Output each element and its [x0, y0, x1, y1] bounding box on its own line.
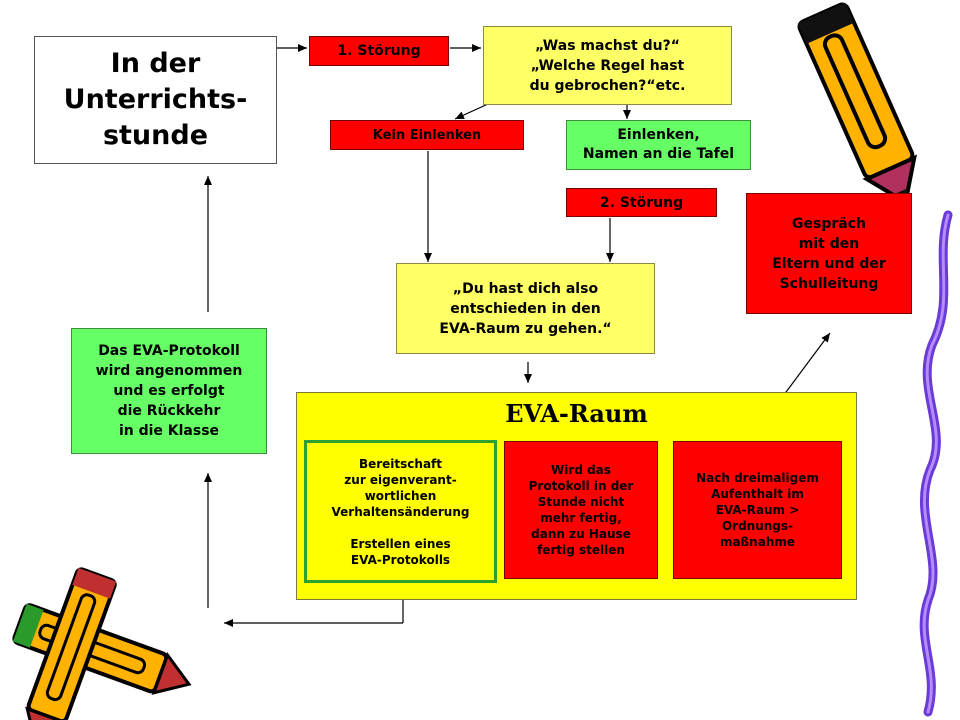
eva-protokoll-home-text: Wird das Protokoll in der Stunde nicht m… — [528, 463, 634, 557]
stoerung-1-box: 1. Störung — [309, 36, 449, 66]
eva-room-title: EVA-Raum — [505, 399, 648, 428]
decision-box: „Du hast dich also entschieden in den EV… — [396, 263, 655, 354]
main-title-box: In der Unterrichts- stunde — [34, 36, 277, 164]
question-box: „Was machst du?“ „Welche Regel hast du g… — [483, 26, 732, 105]
stoerung-1-label: 1. Störung — [337, 43, 421, 59]
purple-squiggle-highlight — [922, 213, 950, 714]
gespraech-box: Gespräch mit den Eltern und der Schullei… — [746, 193, 912, 314]
question-text: „Was machst du?“ „Welche Regel hast du g… — [529, 37, 686, 94]
kein-einlenken-label: Kein Einlenken — [372, 127, 482, 143]
einlenken-box: Einlenken, Namen an die Tafel — [566, 120, 751, 170]
einlenken-label: Einlenken, Namen an die Tafel — [582, 127, 735, 162]
protokoll-return-text: Das EVA-Protokoll wird angenommen und es… — [95, 343, 243, 439]
eva-bereitschaft-text: Bereitschaft zur eigenverant- wortlichen… — [331, 456, 470, 567]
decision-text: „Du hast dich also entschieden in den EV… — [439, 280, 612, 337]
stoerung-2-label: 2. Störung — [599, 194, 684, 211]
eva-room-box: EVA-Raum Bereitschaft zur eigenverant- w… — [296, 392, 857, 600]
eva-dreimal-text: Nach dreimaligem Aufenthalt im EVA-Raum … — [696, 471, 819, 549]
pencil-icon — [797, 2, 917, 206]
crossed-pencils-icon — [12, 567, 192, 720]
protokoll-return-box: Das EVA-Protokoll wird angenommen und es… — [71, 328, 267, 454]
eva-protokoll-home-box: Wird das Protokoll in der Stunde nicht m… — [504, 441, 658, 579]
arrow-question-to-kein — [454, 103, 489, 120]
eva-dreimal-box: Nach dreimaligem Aufenthalt im EVA-Raum … — [673, 441, 842, 579]
stoerung-2-box: 2. Störung — [566, 188, 717, 217]
kein-einlenken-box: Kein Einlenken — [330, 120, 524, 150]
main-title: In der Unterrichts- stunde — [63, 48, 248, 151]
eva-bereitschaft-box: Bereitschaft zur eigenverant- wortlichen… — [304, 440, 497, 583]
gespraech-label: Gespräch mit den Eltern und der Schullei… — [772, 215, 886, 292]
